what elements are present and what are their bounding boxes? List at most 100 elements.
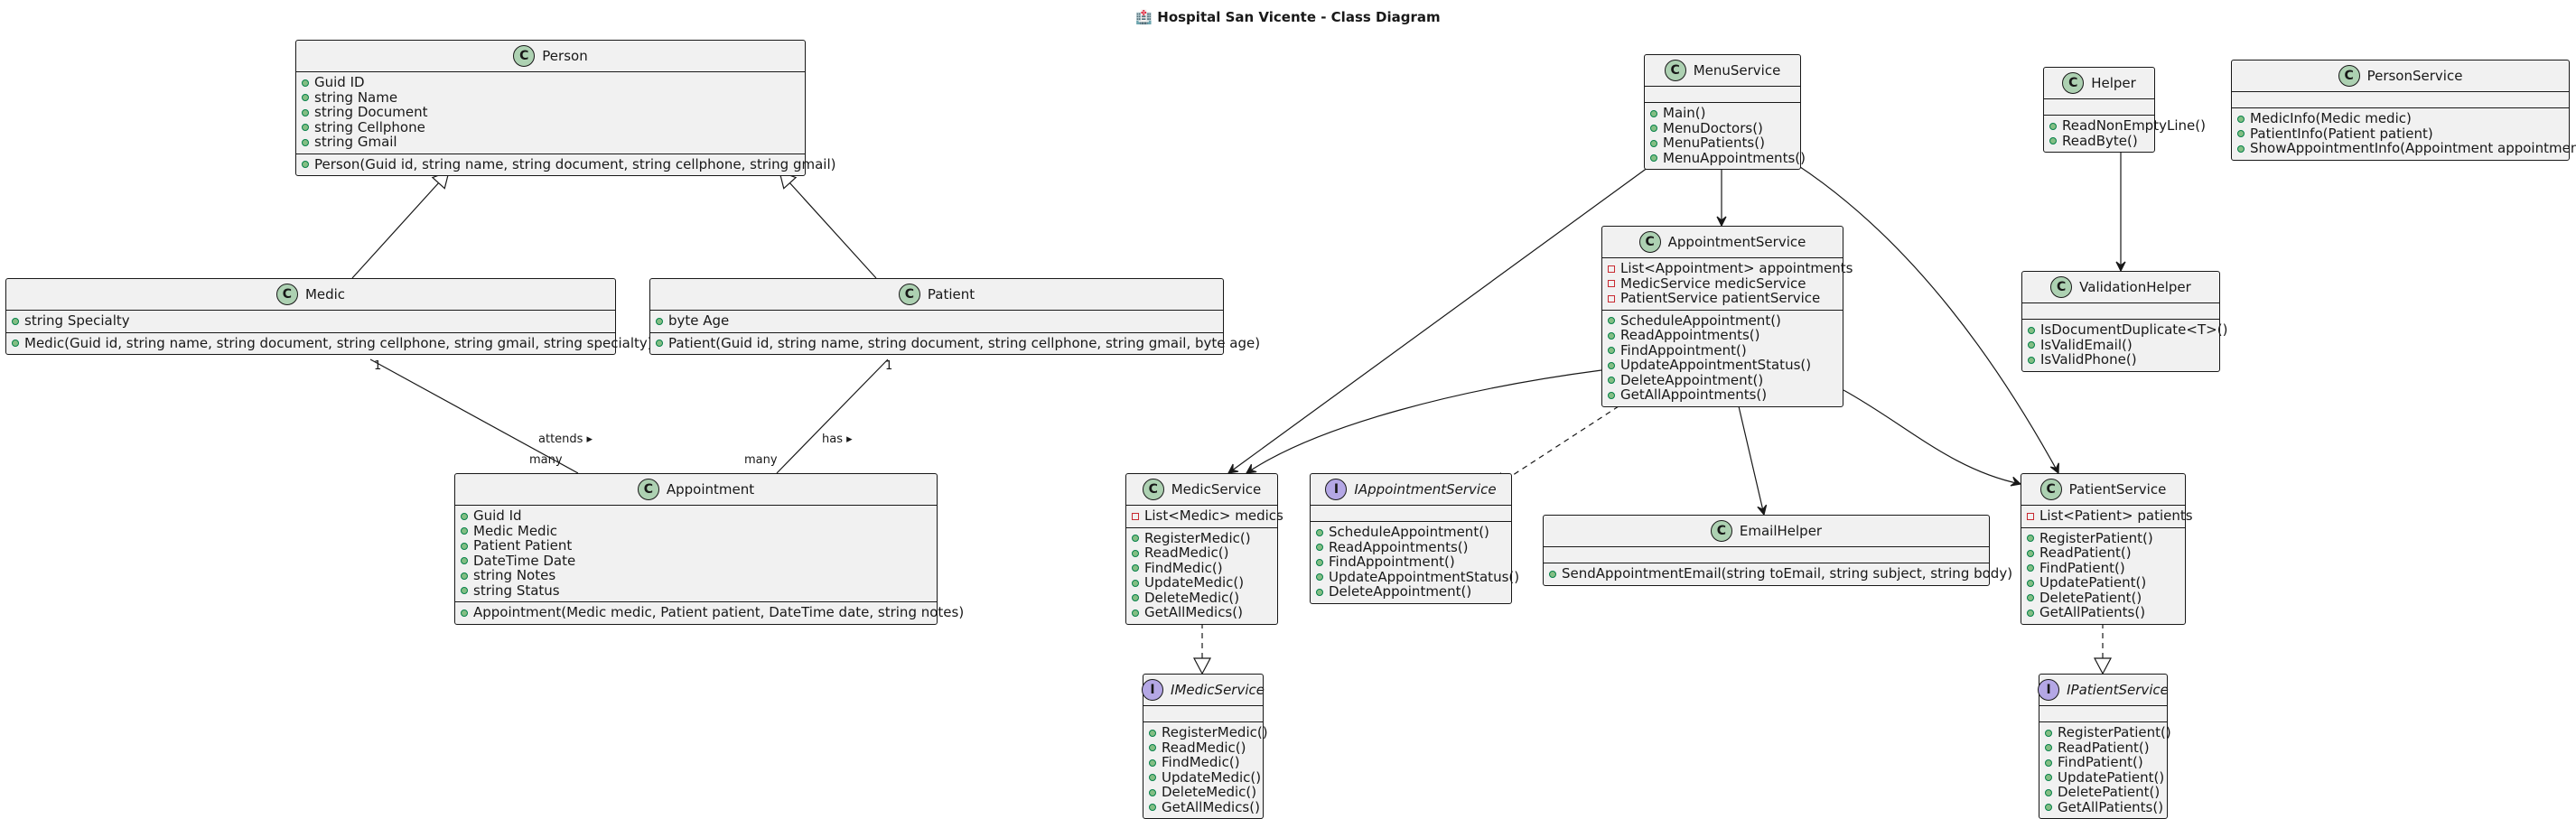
method-text: FindPatient() [2058,754,2143,770]
method-text: GetAllMedics() [1144,604,1243,620]
class-badge-icon: C [275,284,298,305]
class-name: Medic [304,286,346,302]
public-visibility-icon [2237,111,2250,126]
class-badge-icon: C [898,284,920,305]
method-row: MedicInfo(Medic medic) [2237,111,2563,126]
attribute-text: string Gmail [314,134,397,150]
public-visibility-icon [1132,605,1144,620]
medic-multiplicity-one: 1 [374,359,382,373]
attribute-text: PatientService patientService [1620,290,1821,306]
attribute-row: Medic Medic [461,523,931,539]
method-text: ReadMedic() [1144,544,1229,561]
class-name: PersonService [2366,68,2463,84]
attributes-section: List<Medic> medics [1126,506,1283,528]
method-row: ReadPatient() [2027,545,2179,561]
method-text: UpdatePatient() [2039,574,2147,591]
attribute-row: string Name [302,88,799,106]
methods-section: ScheduleAppointment()ReadAppointments()F… [1602,311,1843,406]
attribute-row: DateTime Date [461,553,931,569]
class-name: IMedicService [1171,682,1265,698]
methods-section: RegisterPatient()ReadPatient()FindPatien… [2039,722,2171,818]
methods-section: Main()MenuDoctors()MenuPatients()MenuApp… [1645,103,1806,169]
method-text: IsDocumentDuplicate<T>() [2040,321,2228,338]
method-text: GetAllMedics() [1162,798,1260,815]
method-row: Appointment(Medic medic, Patient patient… [461,605,964,620]
method-text: ReadNonEmptyLine() [2062,117,2206,134]
public-visibility-icon [1132,591,1144,606]
appointment-to-medic-service [1246,369,1602,474]
method-row: UpdatePatient() [2027,575,2179,591]
appointment-to-patient-service [1843,389,2021,485]
public-visibility-icon [2237,126,2250,142]
attribute-row: Guid ID [302,75,799,90]
public-visibility-icon [302,120,314,135]
method-text: ReadAppointments() [1620,327,1760,343]
method-row: Medic(Guid id, string name, string docum… [12,335,653,351]
attributes-section [1645,87,1800,103]
arrowhead-helper-validation [2115,261,2126,273]
realization-arrowhead-medic [1193,657,1211,675]
attribute-row: string Gmail [302,135,799,150]
medic-appointment-association [369,358,579,474]
method-text: DeleteMedic() [1162,784,1257,800]
appointment-multiplicity-many-patient: many [744,453,778,467]
method-text: ShowAppointmentInfo(Appointment appointm… [2250,140,2576,156]
attribute-row: List<Appointment> appointments [1608,261,1853,276]
class-badge-icon: C [513,45,536,67]
has-label: has ▸ [822,433,853,446]
attribute-text: MedicService medicService [1620,275,1806,292]
arrowhead-menu-medic [1227,463,1239,474]
class-name: ValidationHelper [2079,279,2191,295]
attribute-text: List<Appointment> appointments [1620,260,1853,276]
attribute-text: string Document [314,104,428,120]
menu-to-medic-service [1227,154,1666,474]
method-row: FindAppointment() [1316,554,1506,570]
class-name: IPatientService [2067,682,2169,698]
attribute-text: string Name [314,88,398,106]
method-row: RegisterMedic() [1132,530,1272,546]
public-visibility-icon [461,508,473,524]
method-text: ScheduleAppointment() [1620,312,1781,329]
method-text: UpdateMedic() [1144,574,1245,591]
menu-to-patient-service [1781,154,2059,474]
public-visibility-icon [2237,141,2250,156]
method-text: FindMedic() [1162,754,1240,770]
method-row: RegisterPatient() [2045,725,2171,740]
method-text: Person(Guid id, string name, string docu… [314,155,836,172]
method-text: GetAllAppointments() [1620,386,1768,403]
public-visibility-icon [461,524,473,539]
method-row: IsValidEmail() [2028,337,2214,353]
public-visibility-icon [1149,800,1162,815]
public-visibility-icon [1608,328,1620,343]
method-row: GetAllMedics() [1149,798,1260,815]
methods-section: RegisterPatient()ReadPatient()FindPatien… [2021,528,2185,624]
method-row: ScheduleAppointment() [1608,312,1837,329]
class-badge-icon: C [2039,479,2062,500]
method-row: IsValidPhone() [2028,352,2214,368]
method-row: ReadMedic() [1132,545,1272,561]
method-text: ReadByte() [2062,132,2138,149]
private-visibility-icon [1132,508,1144,524]
method-text: ReadPatient() [2039,544,2132,561]
public-visibility-icon [461,605,473,620]
